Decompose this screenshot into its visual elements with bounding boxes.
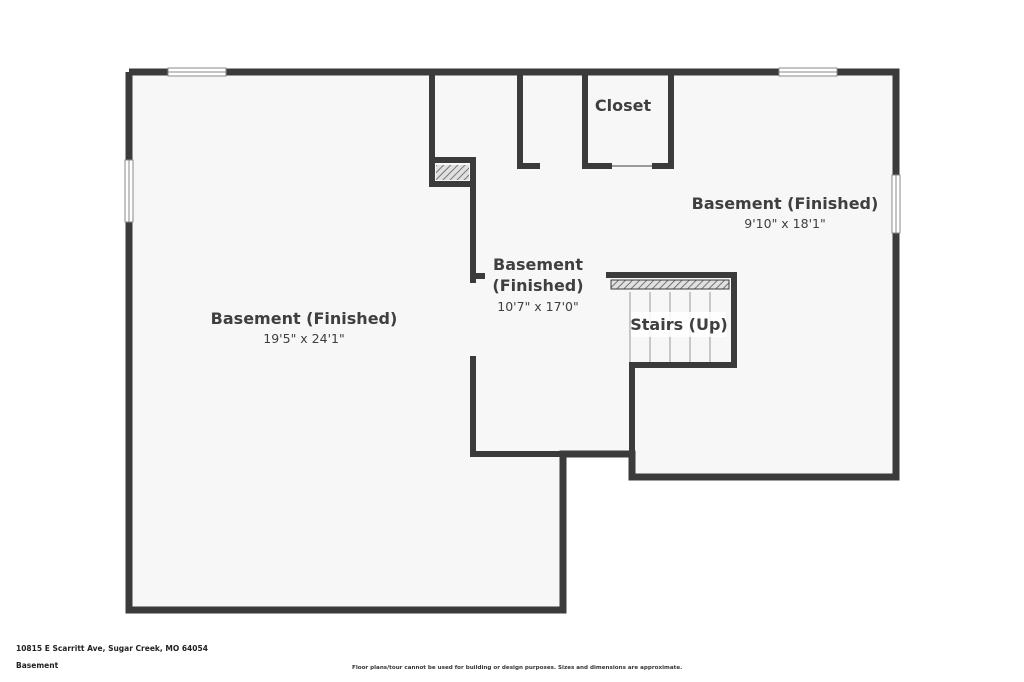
window-left-wall <box>124 159 134 223</box>
room-dimensions: 10'7" x 17'0" <box>497 299 578 314</box>
floor-level-label: Basement <box>16 661 59 670</box>
room-dimensions: 19'5" x 24'1" <box>263 331 344 346</box>
window-top-left <box>167 67 227 77</box>
room-label-stairs: Stairs (Up) <box>630 312 728 337</box>
disclaimer-text: Floor plans/tour cannot be used for buil… <box>352 665 683 671</box>
room-dimensions: 9'10" x 18'1" <box>744 216 825 231</box>
floor-area <box>129 72 896 610</box>
room-label-right-basement: Basement (Finished) 9'10" x 18'1" <box>692 194 879 231</box>
interior-walls <box>429 72 737 457</box>
window-top-right <box>778 67 838 77</box>
column-hatch <box>436 165 469 180</box>
room-name-line2: (Finished) <box>492 276 583 295</box>
room-name: Basement (Finished) <box>211 309 398 328</box>
room-name: Closet <box>595 96 652 115</box>
room-name: Stairs (Up) <box>630 315 728 334</box>
room-name: Basement (Finished) <box>692 194 879 213</box>
room-name-line1: Basement <box>493 255 583 274</box>
windows <box>124 67 901 234</box>
stairs-landing-hatch <box>610 279 730 290</box>
property-address: 10815 E Scarritt Ave, Sugar Creek, MO 64… <box>16 644 208 653</box>
room-label-left-basement: Basement (Finished) 19'5" x 24'1" <box>211 309 398 346</box>
window-right-wall <box>891 174 901 234</box>
room-label-center-basement: Basement (Finished) 10'7" x 17'0" <box>492 255 583 314</box>
room-label-closet: Closet <box>595 96 652 115</box>
